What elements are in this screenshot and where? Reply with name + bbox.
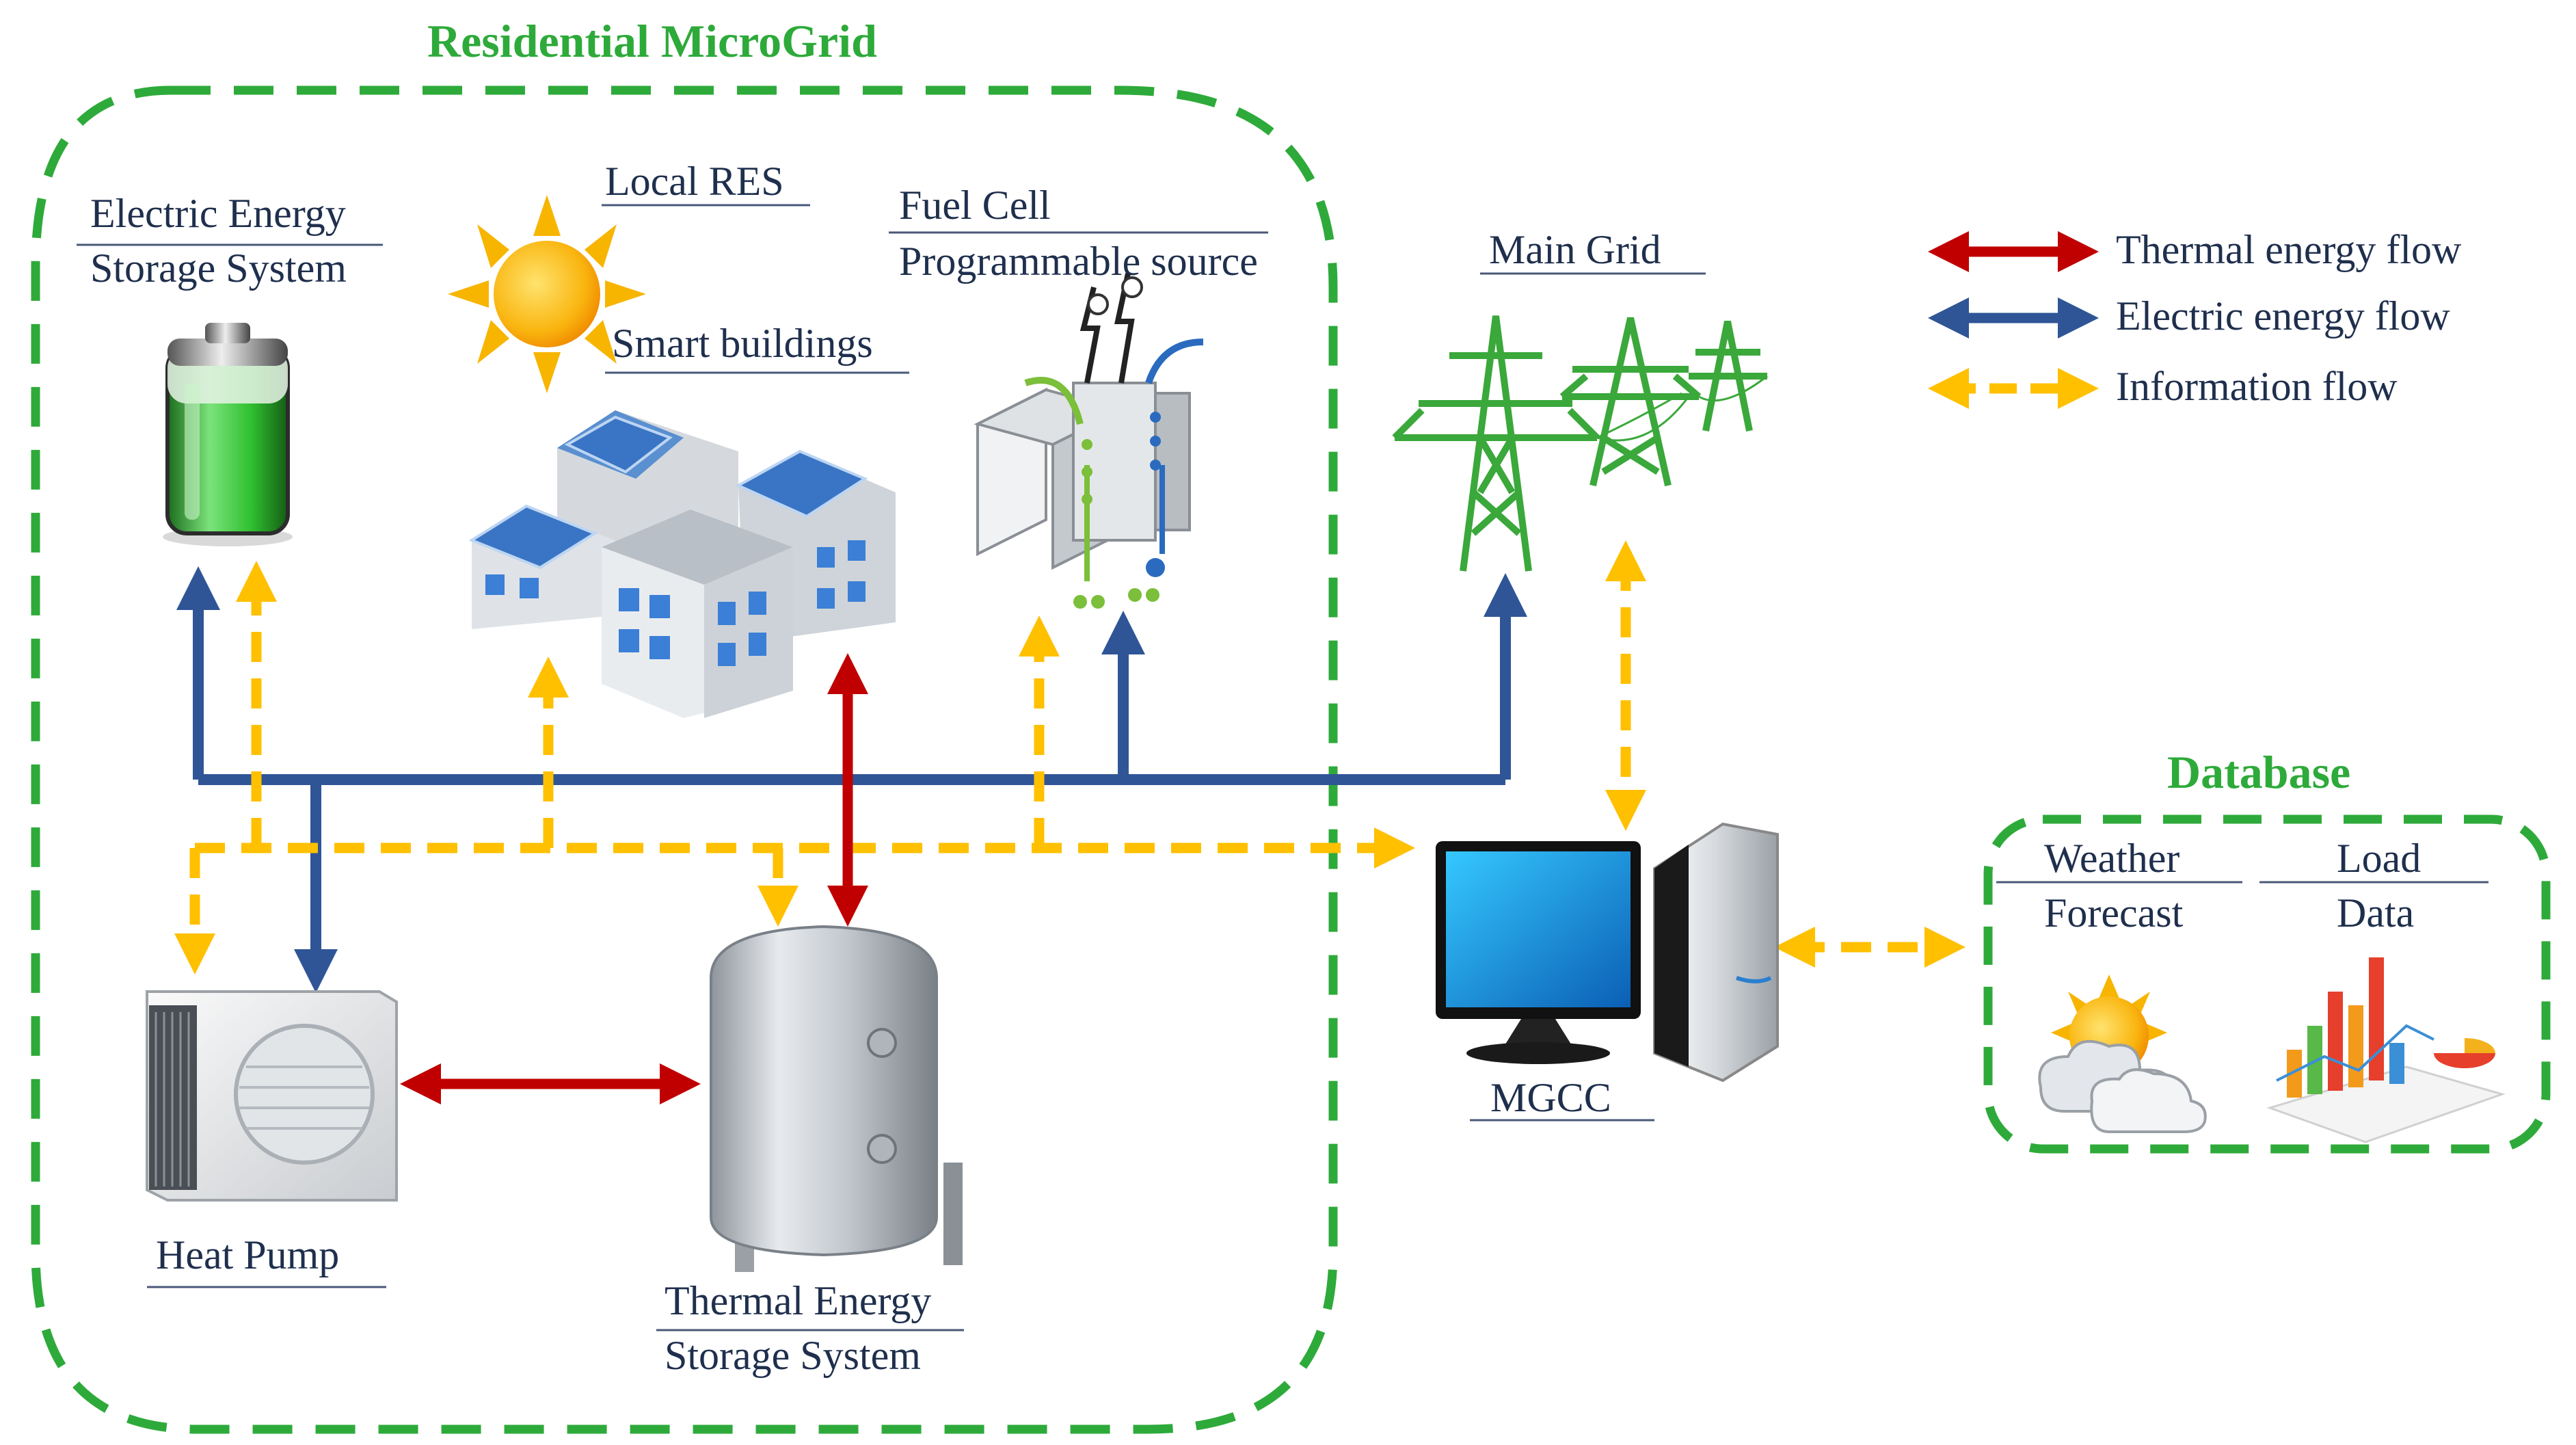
fuel-cell-label-line1: Fuel Cell: [899, 183, 1051, 228]
database-title: Database: [2167, 746, 2351, 798]
electric-storage-label-line1: Electric Energy: [90, 191, 346, 236]
thermal-storage-label-line1: Thermal Energy: [665, 1278, 932, 1323]
smart-buildings-label: Smart buildings: [612, 321, 873, 366]
thermal-flow-lines: [400, 653, 868, 1104]
microgrid-title: Residential MicroGrid: [427, 15, 877, 67]
fuel-cell-label-line2: Programmable source: [899, 239, 1258, 284]
legend-information-label: Information flow: [2116, 364, 2398, 409]
weather-icon: [2038, 975, 2207, 1133]
thermal-tank-icon: [710, 925, 963, 1272]
heat-pump-icon: [146, 990, 398, 1202]
smart-buildings-icon: [468, 410, 896, 718]
weather-forecast-label-line1: Weather: [2044, 836, 2180, 881]
legend-thermal-label: Thermal energy flow: [2116, 227, 2462, 272]
local-res-label: Local RES: [605, 159, 784, 204]
legend-arrows: [1928, 231, 2099, 409]
weather-forecast-label-line2: Forecast: [2044, 890, 2184, 936]
electric-storage-label-line2: Storage System: [90, 246, 347, 291]
microgrid-boundary: [31, 85, 1338, 1434]
mgcc-label: MGCC: [1490, 1075, 1611, 1120]
main-grid-label: Main Grid: [1489, 227, 1661, 272]
thermal-storage-label-line2: Storage System: [665, 1333, 921, 1378]
label-underlines: [77, 204, 2488, 1331]
load-data-label-line1: Load: [2337, 836, 2421, 881]
load-data-label-line2: Data: [2337, 890, 2415, 936]
fuel-cell-icon: [974, 273, 1204, 609]
load-chart-icon: [2266, 957, 2506, 1143]
information-flow-lines: [174, 540, 1965, 975]
battery-icon: [163, 323, 293, 546]
transmission-tower-icon: [1392, 315, 1768, 572]
heat-pump-label: Heat Pump: [156, 1232, 340, 1277]
legend-electric-label: Electric energy flow: [2116, 293, 2450, 339]
computer-icon: [1436, 822, 1779, 1083]
sun-icon: [448, 195, 646, 393]
